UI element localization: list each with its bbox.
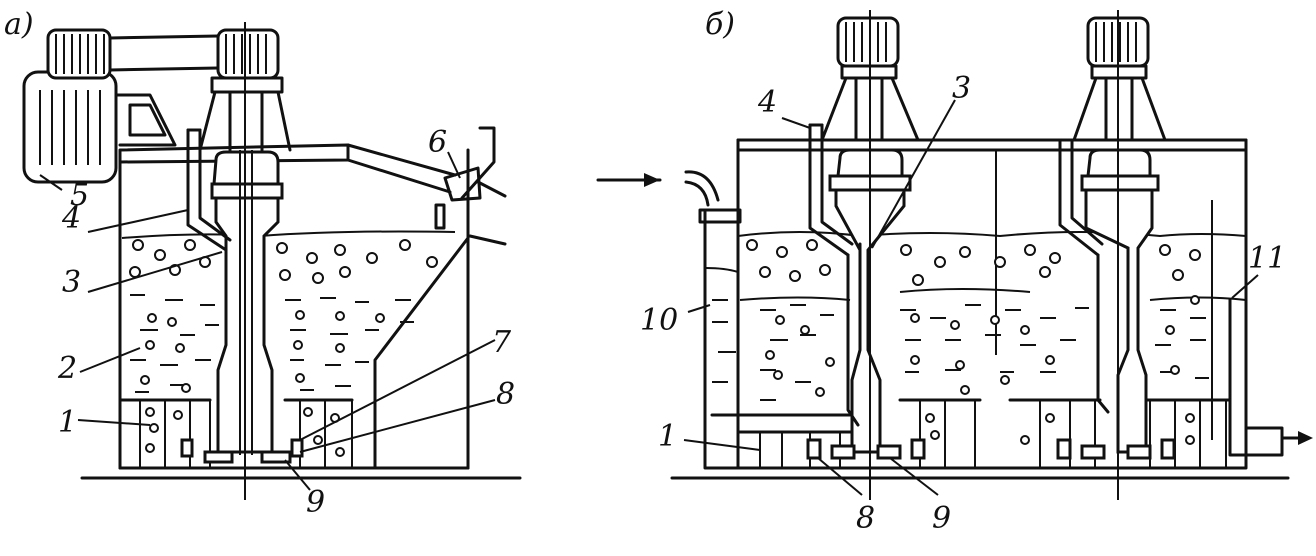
label-a-1: 1	[58, 405, 77, 440]
panel-b: б)	[596, 7, 1313, 536]
label-a-2: 2	[57, 351, 77, 386]
pulp-dashes-b	[712, 299, 1209, 401]
froth-surface-a	[121, 230, 456, 239]
panel-a-tag: а)	[4, 7, 34, 42]
stator-blade-b-1	[806, 438, 822, 460]
stator-blade-a-2	[290, 438, 304, 458]
pulp-dashes-a	[130, 294, 414, 393]
froth-chute-a	[346, 143, 457, 194]
label-a-4: 4	[61, 201, 81, 236]
froth-surface-b	[737, 231, 1247, 238]
label-a-8: 8	[496, 377, 515, 412]
label-a-9: 9	[306, 485, 325, 520]
froth-lip-a	[443, 166, 482, 202]
support-frame-a	[198, 90, 292, 152]
label-b-4: 4	[757, 85, 777, 120]
feed-box-b	[703, 210, 740, 470]
label-a-7: 7	[492, 325, 512, 360]
panel-a: а)	[4, 7, 522, 520]
belt-drive-a	[46, 28, 284, 94]
label-b-9: 9	[932, 501, 951, 536]
leaders-b	[683, 99, 1259, 496]
impeller-b-right	[1126, 444, 1152, 460]
tailings-wall-a	[373, 236, 470, 470]
panel-b-tag: б)	[705, 7, 735, 42]
label-a-6: 6	[428, 125, 447, 160]
feed-pipe-a	[186, 128, 232, 252]
label-a-5: 5	[70, 178, 89, 213]
label-b-11: 11	[1248, 241, 1286, 276]
impeller-b-left	[876, 444, 902, 460]
grid-a	[118, 398, 354, 468]
label-b-8: 8	[856, 501, 875, 536]
leaders-a	[39, 151, 496, 491]
motor-a	[22, 70, 177, 184]
label-b-3: 3	[952, 71, 971, 106]
bubbles-a	[129, 239, 438, 457]
feed-pipe-b	[808, 123, 854, 257]
impeller-a	[203, 450, 292, 464]
motor-bracket-a	[114, 93, 177, 147]
label-b-10: 10	[640, 303, 678, 338]
stator-blade-a-1	[180, 438, 194, 458]
unit-b-right	[1072, 10, 1167, 500]
bubbles-b	[746, 239, 1201, 445]
frame-beam-b	[736, 138, 1248, 152]
standpipe-a	[210, 150, 284, 455]
label-b-1: 1	[658, 419, 677, 454]
label-a-3: 3	[62, 265, 81, 300]
discharge-box-b	[1228, 298, 1284, 457]
tank-b	[736, 138, 1248, 470]
belt-a	[108, 34, 220, 72]
motor-body-a	[22, 70, 118, 184]
feed-inlet-pipe	[684, 170, 720, 207]
